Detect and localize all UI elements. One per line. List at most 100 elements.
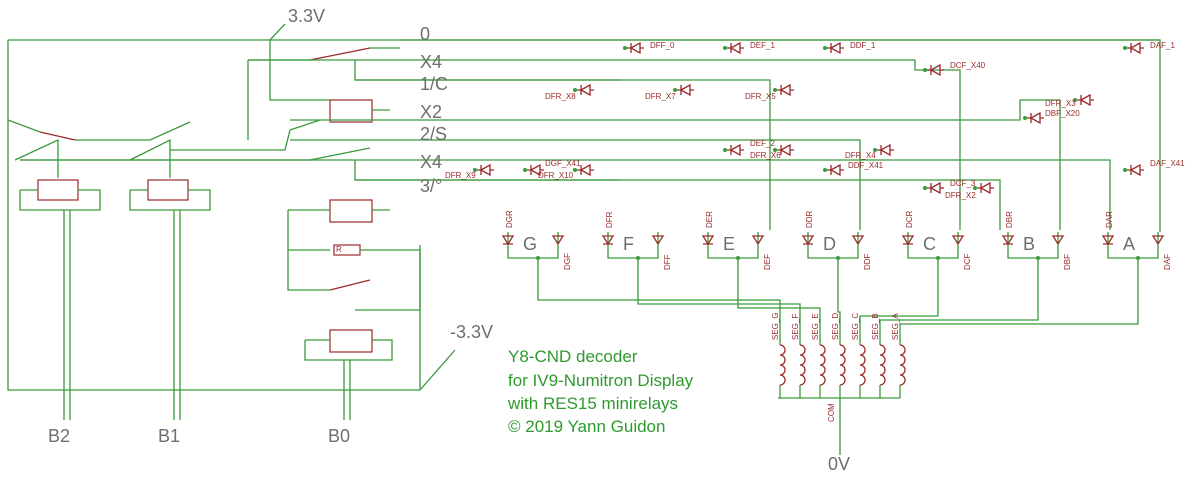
svg-text:DAF_X41: DAF_X41 [1150,159,1185,168]
common-label: COM [827,403,836,422]
matrix-diode-ddf-1: DDF_1 [823,41,876,55]
svg-text:DBR: DBR [1005,211,1014,228]
svg-text:DGR: DGR [505,210,514,228]
rail-label-3: 3/° [420,176,442,196]
svg-text:DEF_2: DEF_2 [750,139,775,148]
svg-text:DFR_X6: DFR_X6 [750,151,781,160]
supply-vplus: 3.3V [288,6,325,26]
svg-text:DFR_X8: DFR_X8 [545,92,576,101]
svg-text:DDF_X41: DDF_X41 [848,161,884,170]
supply-ground: 0V [828,454,850,474]
svg-text:DFR_X7: DFR_X7 [645,92,676,101]
svg-text:DEF_1: DEF_1 [750,41,775,50]
matrix-diode-dfr-x5: DFR_X5 [745,83,794,101]
rail-label-x4b: X4 [420,152,442,172]
svg-text:SEG_D: SEG_D [831,313,840,340]
svg-text:SEG_B: SEG_B [871,313,880,340]
svg-text:DAF: DAF [1163,254,1172,270]
svg-text:DGF: DGF [563,253,572,270]
segment-label-c: C [923,234,936,254]
rail-label-x2: X2 [420,102,442,122]
matrix-diode-dfr-x3: DFR_X3 [1045,93,1094,108]
svg-text:DFR_X4: DFR_X4 [845,151,876,160]
coil-seg-a: SEG_A [891,258,1139,398]
rail-label-x4a: X4 [420,52,442,72]
svg-text:DFR: DFR [605,211,614,228]
segment-label-d: D [823,234,836,254]
matrix-diode-dfr-x4: DFR_X4 [845,143,894,160]
matrix-diode-dfr-x9: DFR_X9 [445,163,494,180]
matrix-diode-dff-0: DFF_0 [623,41,675,55]
svg-text:DFR_X3: DFR_X3 [1045,99,1076,108]
input-b2: B2 [48,426,70,446]
svg-text:DDF_1: DDF_1 [850,41,876,50]
supply-vminus: -3.3V [450,322,493,342]
segment-diodes: GDGRDGFFDFRDFFEDERDEFDDDRDDFCDCRDCFBDBRD… [501,210,1172,270]
matrix-diode-daf-x41: DAF_X41 [1123,159,1185,177]
relay-b0-contacts [20,40,620,420]
svg-text:DCR: DCR [905,210,914,228]
relay-b2 [7,119,101,420]
svg-text:DFR_X2: DFR_X2 [945,191,976,200]
svg-text:SEG_C: SEG_C [851,313,860,340]
common-wire [778,397,900,455]
coil-seg-c: SEG_C [851,258,939,398]
coil-seg-f: SEG_F [637,258,806,398]
svg-text:SEG_E: SEG_E [811,313,820,340]
svg-text:DBF_X20: DBF_X20 [1045,109,1080,118]
coil-seg-g: SEG_G [537,258,786,398]
svg-text:DCF_X40: DCF_X40 [950,61,986,70]
caption-line1: Y8-CND decoder [508,347,638,366]
svg-text:DFF: DFF [663,254,672,270]
segment-d: D DDR DDF [801,210,872,270]
matrix-diode-dcf-3: DCF_3 [923,179,976,195]
matrix-diode-dfr-x7: DFR_X7 [645,83,694,101]
matrix-diode-dfr-x8: DFR_X8 [545,83,594,101]
caption-line4: © 2019 Yann Guidon [508,417,665,436]
svg-text:DAF_1: DAF_1 [1150,41,1175,50]
svg-text:DGF_X41: DGF_X41 [545,159,581,168]
matrix-diode-def-1: DEF_1 [723,41,775,55]
input-b0: B0 [328,426,350,446]
svg-text:DFF_0: DFF_0 [650,41,675,50]
svg-text:DER: DER [705,211,714,228]
segment-label-e: E [723,234,735,254]
coil-seg-d: SEG_D [831,258,846,398]
svg-text:DCF_3: DCF_3 [950,179,976,188]
matrix-diode-dfr-x6: DFR_X6 [750,143,794,160]
relay-b1 [75,121,291,420]
coil-seg-e: SEG_E [737,258,826,398]
rail-labels: 0 X4 1/C X2 2/S X4 3/° [420,24,448,196]
svg-text:DDR: DDR [805,210,814,228]
matrix-diode-dfr-x10: DFR_X10 [538,163,594,180]
svg-text:DFR_X5: DFR_X5 [745,92,776,101]
matrix-diode-dfr-x2: DFR_X2 [945,181,994,200]
power-wiring [7,23,1161,391]
coil-seg-b: SEG_B [871,258,1039,398]
svg-text:DFR_X10: DFR_X10 [538,171,574,180]
segment-label-b: B [1023,234,1035,254]
caption: Y8-CND decoder for IV9-Numitron Display … [507,347,694,436]
rail-wires [20,39,1160,230]
svg-text:DDF: DDF [863,253,872,270]
segment-coils: SEG_G SEG_F SEG_E SEG_D SEG_C SEG_B SEG_A [537,258,1139,398]
segment-g: G DGR DGF [501,210,572,270]
matrix-diode-dcf-x40: DCF_X40 [923,61,986,77]
rail-label-0: 0 [420,24,430,44]
svg-text:SEG_F: SEG_F [791,314,800,340]
matrix-diode-daf-1: DAF_1 [1123,41,1175,55]
segment-e: E DER DEF [701,211,772,270]
svg-text:DEF: DEF [763,254,772,270]
resistor-label: R [336,245,342,254]
segment-label-a: A [1123,234,1135,254]
svg-text:SEG_A: SEG_A [891,313,900,340]
matrix-diode-def-2: DEF_2 [723,139,775,157]
caption-line3: with RES15 minirelays [507,394,678,413]
svg-text:DFR_X9: DFR_X9 [445,171,476,180]
svg-text:DBF: DBF [1063,254,1072,270]
svg-text:SEG_G: SEG_G [771,312,780,340]
segment-label-g: G [523,234,537,254]
